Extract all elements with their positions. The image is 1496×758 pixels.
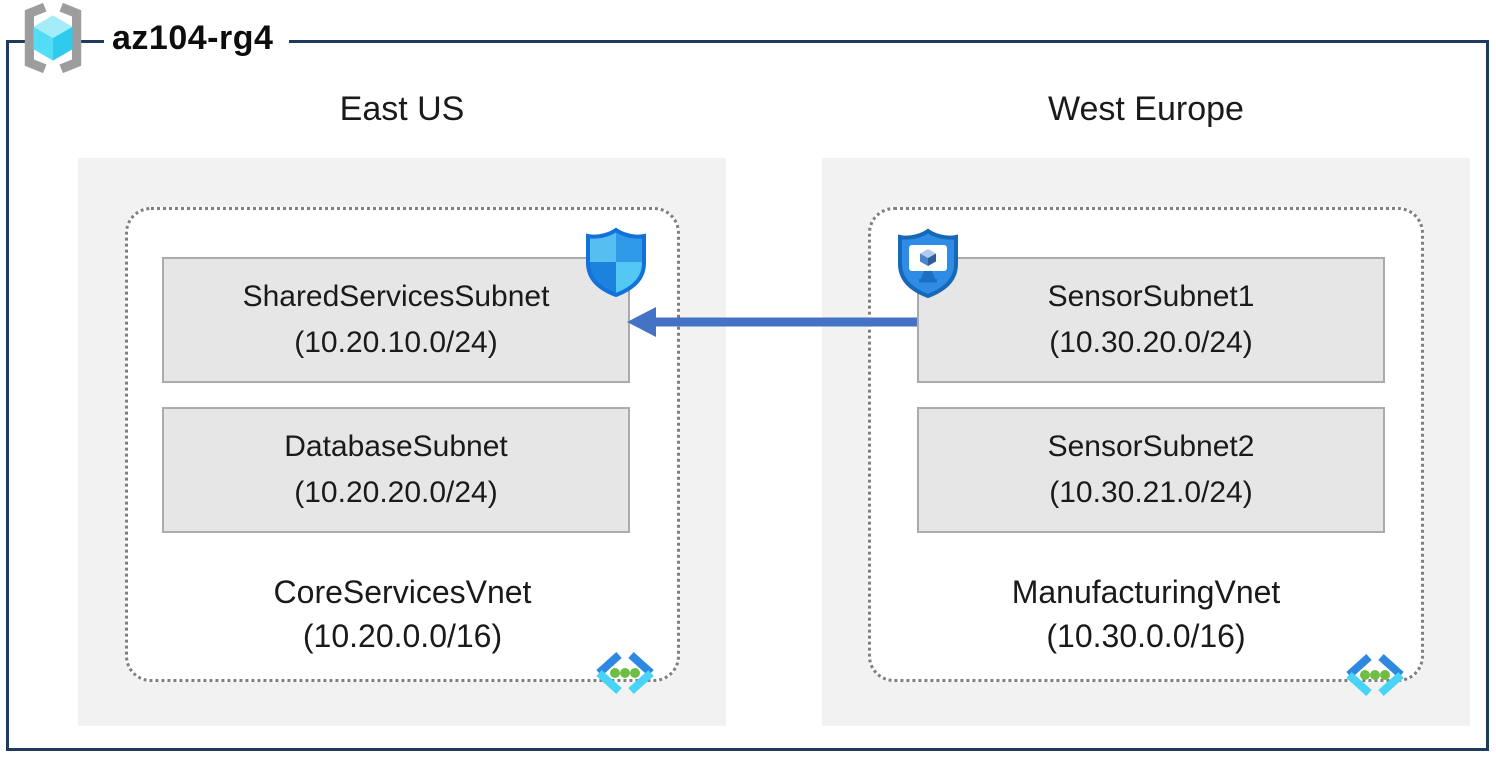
vnet-name: CoreServicesVnet: [273, 574, 532, 610]
region-label-west-europe: West Europe: [1048, 90, 1244, 128]
nsg-shield-icon: [586, 227, 646, 297]
asg-shield-icon: [898, 228, 958, 298]
resource-group-header: az104-rg4: [14, 2, 290, 74]
subnet-box-sharedservices: SharedServicesSubnet (10.20.10.0/24): [162, 257, 630, 383]
subnet-cidr: (10.30.21.0/24): [1049, 476, 1253, 509]
vnet-label-coreservices: CoreServicesVnet (10.20.0.0/16): [125, 570, 680, 658]
vnet-icon-west: [1346, 654, 1404, 696]
subnet-name: SensorSubnet1: [1047, 280, 1255, 313]
subnet-name: DatabaseSubnet: [284, 430, 508, 463]
vnet-cidr: (10.20.0.0/16): [302, 618, 503, 654]
resource-group-frame: [6, 40, 1489, 751]
vnet-name: ManufacturingVnet: [1011, 574, 1281, 610]
subnet-box-sensorsubnet1: SensorSubnet1 (10.30.20.0/24): [917, 257, 1385, 383]
vnet-cidr: (10.30.0.0/16): [1046, 618, 1246, 654]
vnet-label-manufacturing: ManufacturingVnet (10.30.0.0/16): [868, 570, 1424, 658]
resource-group-title: az104-rg4: [104, 14, 290, 62]
peering-arrow: [627, 307, 917, 337]
subnet-name: SensorSubnet2: [1047, 430, 1255, 463]
vnet-icon-east: [596, 652, 654, 694]
subnet-box-sensorsubnet2: SensorSubnet2 (10.30.21.0/24): [917, 407, 1385, 533]
subnet-cidr: (10.20.20.0/24): [294, 476, 498, 509]
subnet-name: SharedServicesSubnet: [242, 280, 550, 313]
subnet-cidr: (10.20.10.0/24): [294, 326, 498, 359]
region-label-east-us: East US: [339, 90, 465, 128]
resource-group-icon: [24, 2, 82, 74]
subnet-cidr: (10.30.20.0/24): [1049, 326, 1253, 359]
subnet-box-database: DatabaseSubnet (10.20.20.0/24): [162, 407, 630, 533]
